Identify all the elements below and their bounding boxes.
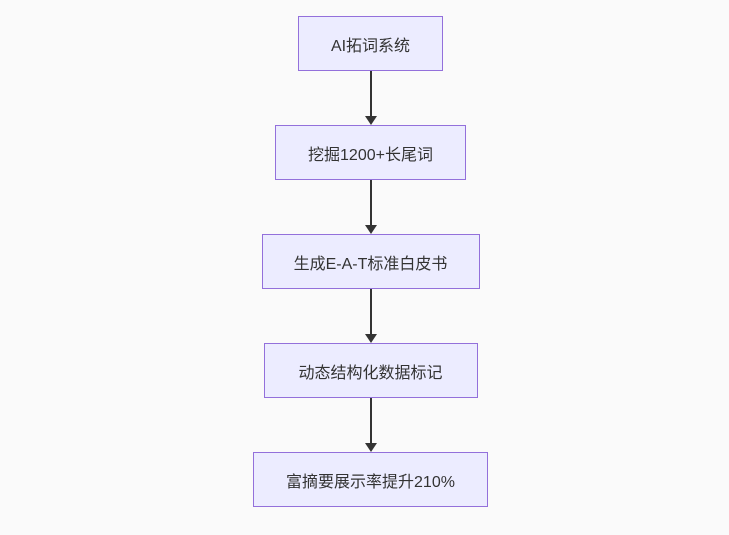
flowchart: AI拓词系统 挖掘1200+长尾词 生成E-A-T标准白皮书 动态结构化数据标记: [6, 16, 729, 507]
flow-node-step-2: 挖掘1200+长尾词: [275, 125, 466, 180]
arrow-line: [369, 398, 372, 443]
flow-node-label: 生成E-A-T标准白皮书: [293, 255, 448, 273]
arrowhead-icon: [364, 225, 377, 234]
flow-node-label: 富摘要展示率提升210%: [286, 473, 455, 491]
flow-node-step-5: 富摘要展示率提升210%: [253, 452, 488, 507]
flow-node-step-4: 动态结构化数据标记: [263, 343, 478, 398]
flow-node-step-3: 生成E-A-T标准白皮书: [261, 234, 480, 289]
flow-node-label: 挖掘1200+长尾词: [308, 146, 433, 164]
arrow-down-icon: [364, 398, 377, 452]
arrow-line: [369, 71, 372, 116]
arrow-down-icon: [364, 71, 377, 125]
flow-node-step-1: AI拓词系统: [298, 16, 443, 71]
arrow-down-icon: [364, 180, 377, 234]
arrowhead-icon: [364, 443, 377, 452]
arrowhead-icon: [364, 116, 377, 125]
arrow-line: [369, 180, 372, 225]
flow-node-label: AI拓词系统: [330, 37, 411, 55]
flow-node-label: 动态结构化数据标记: [298, 364, 443, 382]
arrow-down-icon: [364, 289, 377, 343]
arrowhead-icon: [364, 334, 377, 343]
arrow-line: [369, 289, 372, 334]
